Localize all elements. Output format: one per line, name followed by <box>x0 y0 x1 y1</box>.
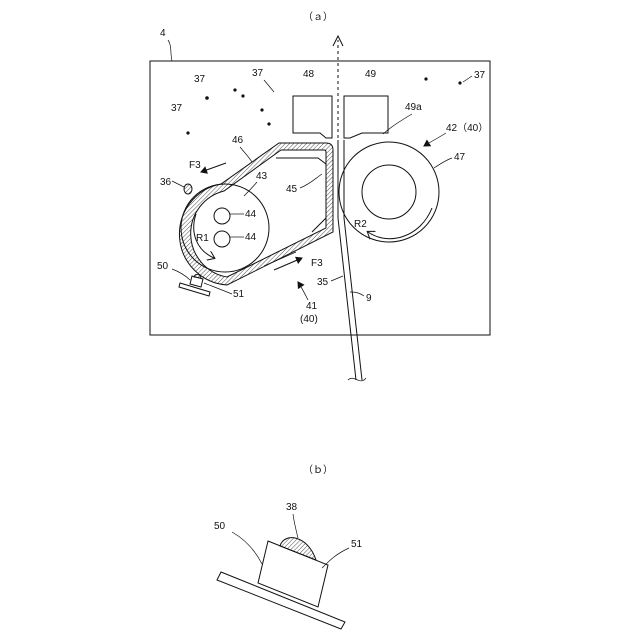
label-51-small: 51 <box>233 289 245 300</box>
leader-46 <box>240 147 252 162</box>
belt-guide-45 <box>276 158 326 232</box>
leader-4 <box>168 40 172 61</box>
leader-50-detail <box>232 532 262 564</box>
sensor-dome-38 <box>280 538 316 560</box>
roller-47-inner <box>362 165 416 219</box>
label-R2: R2 <box>354 219 367 230</box>
leader-47 <box>434 158 452 168</box>
label-40: (40) <box>300 314 318 325</box>
leader-37-d <box>463 76 472 82</box>
label-37-d: 37 <box>474 70 486 81</box>
leader-45 <box>300 174 322 188</box>
label-46: 46 <box>232 135 244 146</box>
label-38: 38 <box>286 502 298 513</box>
flow-f3-upper-arrow <box>201 163 226 172</box>
leader-51-detail <box>322 548 349 568</box>
label-47: 47 <box>454 152 466 163</box>
label-48: 48 <box>303 69 315 80</box>
label-37-c: 37 <box>171 103 183 114</box>
label-43: 43 <box>256 171 268 182</box>
base-plate-51 <box>217 572 345 629</box>
leader-37-b <box>264 80 274 92</box>
sheet-break <box>348 378 366 381</box>
label-37-b: 37 <box>252 68 264 79</box>
caption-a: （ａ） <box>303 11 333 23</box>
label-50-detail: 50 <box>214 521 226 532</box>
label-50-small: 50 <box>157 261 169 272</box>
shaft-44-upper <box>214 208 230 224</box>
label-49a: 49a <box>405 102 422 113</box>
label-9: 9 <box>366 293 372 304</box>
label-R1: R1 <box>196 233 209 244</box>
leader-35 <box>331 276 343 281</box>
leader-42 <box>424 133 446 146</box>
brush-36 <box>184 184 192 194</box>
sensor-assembly-detail <box>217 538 345 629</box>
label-44-upper: 44 <box>245 209 257 220</box>
rotation-r2-arrow <box>368 208 432 239</box>
sheet-9-back <box>344 140 362 380</box>
leader-36 <box>172 181 184 187</box>
leader-38 <box>293 514 298 538</box>
label-44-lower: 44 <box>245 232 257 243</box>
sheet-9 <box>338 140 356 380</box>
label-41: 41 <box>306 301 318 312</box>
label-4: 4 <box>160 28 166 39</box>
label-F3-lower: F3 <box>311 258 323 269</box>
label-42: 42（40） <box>446 122 488 134</box>
duct-48 <box>293 96 332 138</box>
label-37-a: 37 <box>194 74 206 85</box>
shaft-44-lower <box>214 231 230 247</box>
label-49: 49 <box>365 69 377 80</box>
leader-50-small <box>172 269 190 280</box>
caption-b: （ｂ） <box>303 464 333 476</box>
leader-49a <box>383 114 412 134</box>
label-F3-upper: F3 <box>189 160 201 171</box>
duct-49 <box>344 96 388 138</box>
leader-41 <box>298 282 308 300</box>
label-35: 35 <box>317 277 329 288</box>
label-51-detail: 51 <box>351 539 363 550</box>
label-36: 36 <box>160 177 172 188</box>
label-45: 45 <box>286 184 298 195</box>
belt-46 <box>179 143 333 285</box>
